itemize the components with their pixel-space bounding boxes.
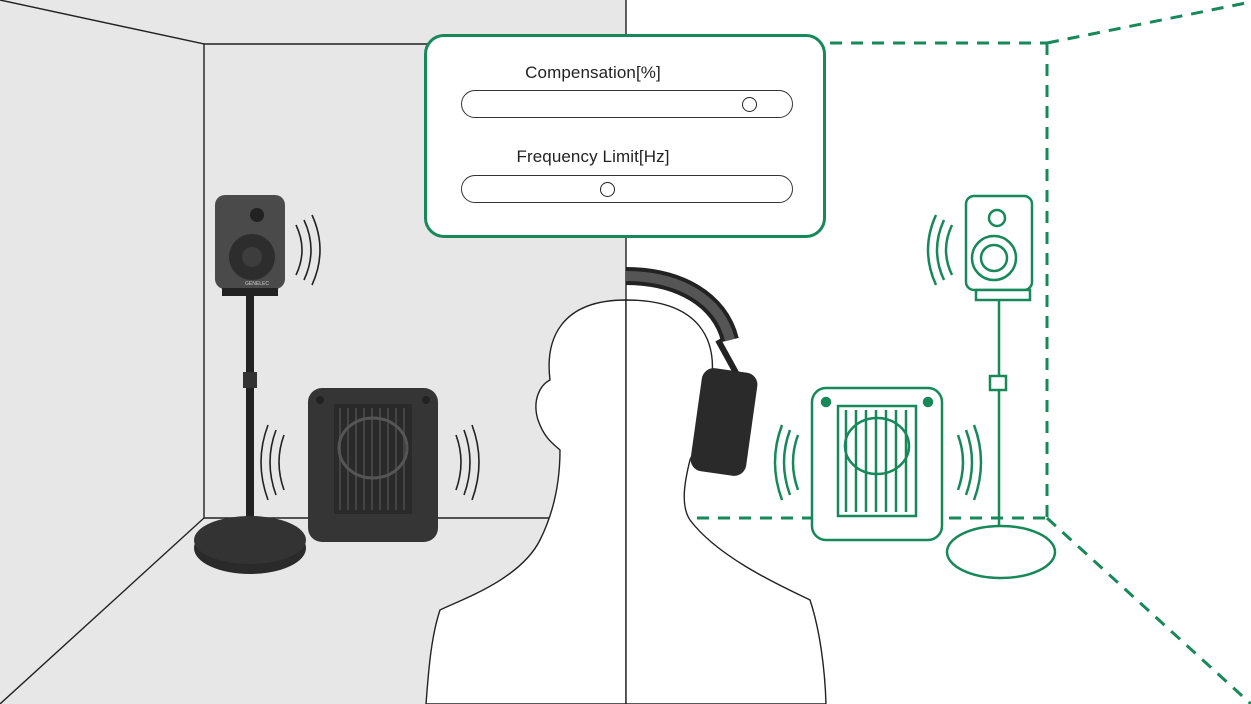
compensation-label: Compensation[%] [525, 63, 661, 82]
subwoofer-speaker [308, 388, 438, 542]
frequency-limit-label: Frequency Limit[Hz] [516, 147, 670, 166]
listener-head [425, 299, 827, 704]
settings-panel: Compensation[%] Frequency Limit[Hz] [424, 34, 826, 238]
virtual-subwoofer [810, 386, 944, 542]
sound-waves-right [773, 214, 983, 501]
sound-waves-left [260, 214, 480, 501]
virtual-room [676, 0, 1251, 704]
virtual-monitor-speaker [945, 194, 1057, 580]
frequency-limit-slider-thumb[interactable] [599, 181, 615, 197]
speaker-brand-label: GENELEC [245, 281, 269, 287]
studio-monitor-speaker: GENELEC [194, 195, 306, 574]
compensation-slider[interactable] [461, 90, 793, 118]
compensation-slider-thumb[interactable] [741, 96, 757, 112]
frequency-limit-slider[interactable] [461, 175, 793, 203]
headphones-icon [625, 267, 758, 476]
